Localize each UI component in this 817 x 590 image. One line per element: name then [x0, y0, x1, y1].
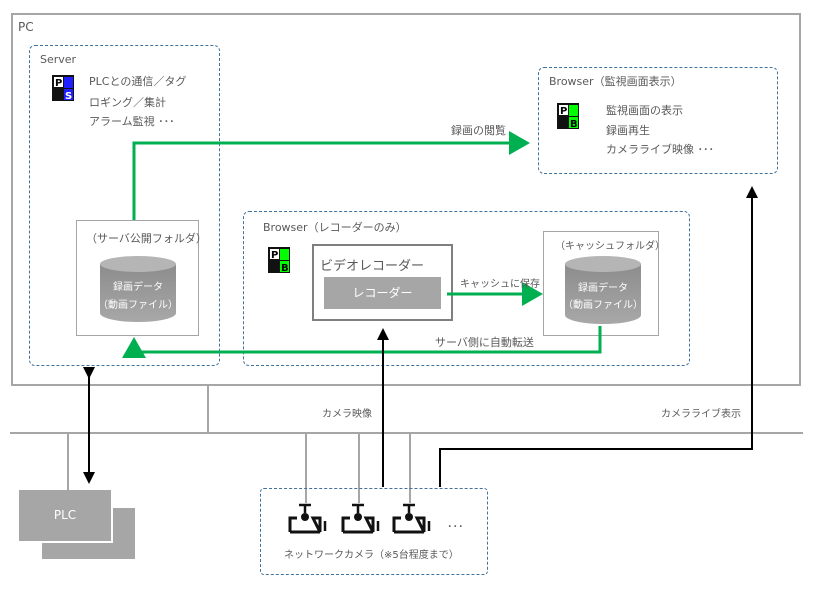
view-recording-arrow: [132, 131, 530, 220]
auto-transfer-label: サーバ側に自動転送: [435, 336, 534, 349]
cameras-ellipsis: ･･･: [447, 520, 464, 533]
server-feature: アラーム監視 ･･･: [89, 115, 175, 128]
server-database-icon: [98, 255, 178, 323]
camera-icon: [340, 503, 380, 539]
plc-label: PLC: [53, 508, 77, 522]
camera-live-arrow: [439, 186, 758, 487]
server-folder-label: （サーバ公開フォルダ）: [86, 232, 207, 245]
server-db-line1: 録画データ: [113, 282, 163, 293]
cache-db-line1: 録画データ: [578, 283, 628, 294]
browser-recorder-label: Browser（レコーダーのみ）: [263, 221, 407, 234]
browser-monitor-label: Browser（監視画面表示）: [549, 75, 682, 88]
save-cache-label: キャッシュに保存: [460, 279, 540, 290]
ps-server-icon: P S: [52, 75, 75, 102]
server-feature: ロギング／集計: [89, 96, 166, 109]
pb-browser-icon: P B: [268, 247, 291, 274]
svg-text:P: P: [55, 78, 62, 89]
pc-box: [11, 13, 801, 386]
cameras-label: ネットワークカメラ（※5台程度まで）: [284, 550, 459, 561]
camera-icon: [391, 503, 431, 539]
svg-text:P: P: [560, 106, 567, 117]
browser-monitor-feature: 録画再生: [606, 124, 650, 137]
svg-text:B: B: [281, 263, 289, 274]
svg-text:P: P: [271, 250, 278, 261]
server-db-line2: （動画ファイル）: [98, 300, 178, 311]
cache-folder-label: （キャッシュフォルダ）: [555, 241, 665, 252]
view-recording-label: 録画の閲覧: [451, 124, 506, 137]
auto-transfer-arrow: [122, 326, 602, 358]
server-feature: PLCとの通信／タグ: [89, 75, 187, 88]
browser-monitor-feature: 監視画面の表示: [606, 104, 683, 117]
browser-monitor-box: [538, 67, 778, 174]
camera-video-label: カメラ映像: [322, 409, 372, 420]
cache-database-icon: [563, 255, 643, 325]
video-recorder-title: ビデオレコーダー: [320, 259, 425, 274]
server-box: [29, 45, 220, 366]
camera-live-label: カメラライブ表示: [661, 409, 741, 420]
plc-box: [19, 490, 113, 543]
browser-recorder-box: [243, 211, 690, 366]
recorder-button[interactable]: レコーダー: [324, 277, 441, 309]
network-cameras-box: [260, 488, 488, 575]
browser-monitor-feature: カメラライブ映像 ･･･: [606, 143, 714, 156]
cache-db-line2: （動画ファイル）: [563, 300, 643, 311]
server-label: Server: [40, 53, 77, 66]
svg-text:S: S: [65, 91, 72, 102]
camera-icon: [287, 503, 327, 539]
pc-label: PC: [18, 20, 34, 34]
pb-browser-icon: P B: [557, 103, 580, 130]
svg-text:B: B: [570, 119, 578, 130]
